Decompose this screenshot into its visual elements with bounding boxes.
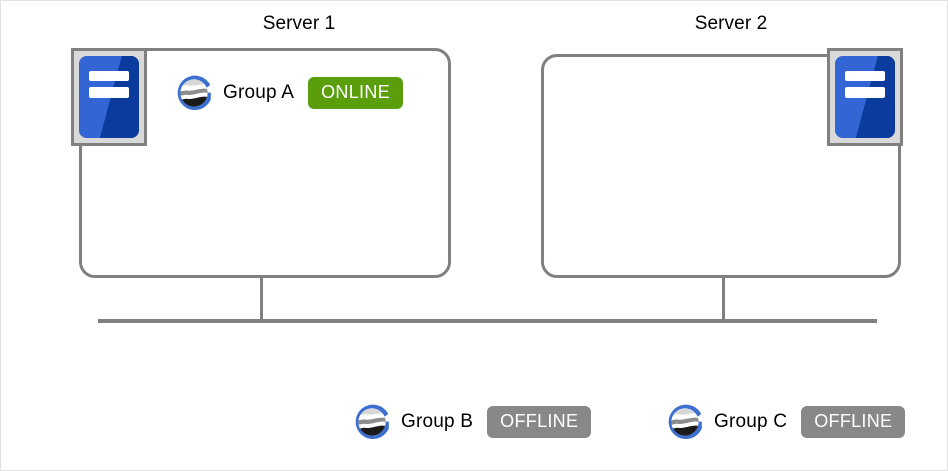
group-row-c[interactable]: Group C OFFLINE <box>664 400 906 444</box>
globe-group-icon <box>173 71 217 115</box>
globe-group-icon <box>664 400 708 444</box>
network-bus-line <box>98 319 877 323</box>
status-badge-a[interactable]: ONLINE <box>308 76 403 110</box>
rack-body <box>835 56 895 138</box>
connector-line-server-2 <box>722 278 725 322</box>
group-row-a[interactable]: Group A ONLINE <box>173 71 403 115</box>
server-title-1: Server 1 <box>262 13 336 34</box>
status-badge-b[interactable]: OFFLINE <box>487 405 592 439</box>
rack-slot-bar-1 <box>845 70 885 82</box>
rack-slot-bar-1 <box>89 70 129 82</box>
group-row-b[interactable]: Group B OFFLINE <box>351 400 592 444</box>
server-rack-icon-2[interactable] <box>827 48 903 146</box>
connector-line-server-1 <box>260 278 263 322</box>
status-badge-c[interactable]: OFFLINE <box>801 405 906 439</box>
server-rack-icon-1[interactable] <box>71 48 147 146</box>
server-title-2: Server 2 <box>694 13 768 34</box>
rack-slot-bar-2 <box>845 87 885 98</box>
globe-group-icon <box>351 400 395 444</box>
rack-body <box>79 56 139 138</box>
group-label-c: Group C <box>714 411 788 432</box>
group-label-a: Group A <box>223 82 295 103</box>
rack-slot-bar-2 <box>89 87 129 98</box>
group-label-b: Group B <box>401 411 474 432</box>
